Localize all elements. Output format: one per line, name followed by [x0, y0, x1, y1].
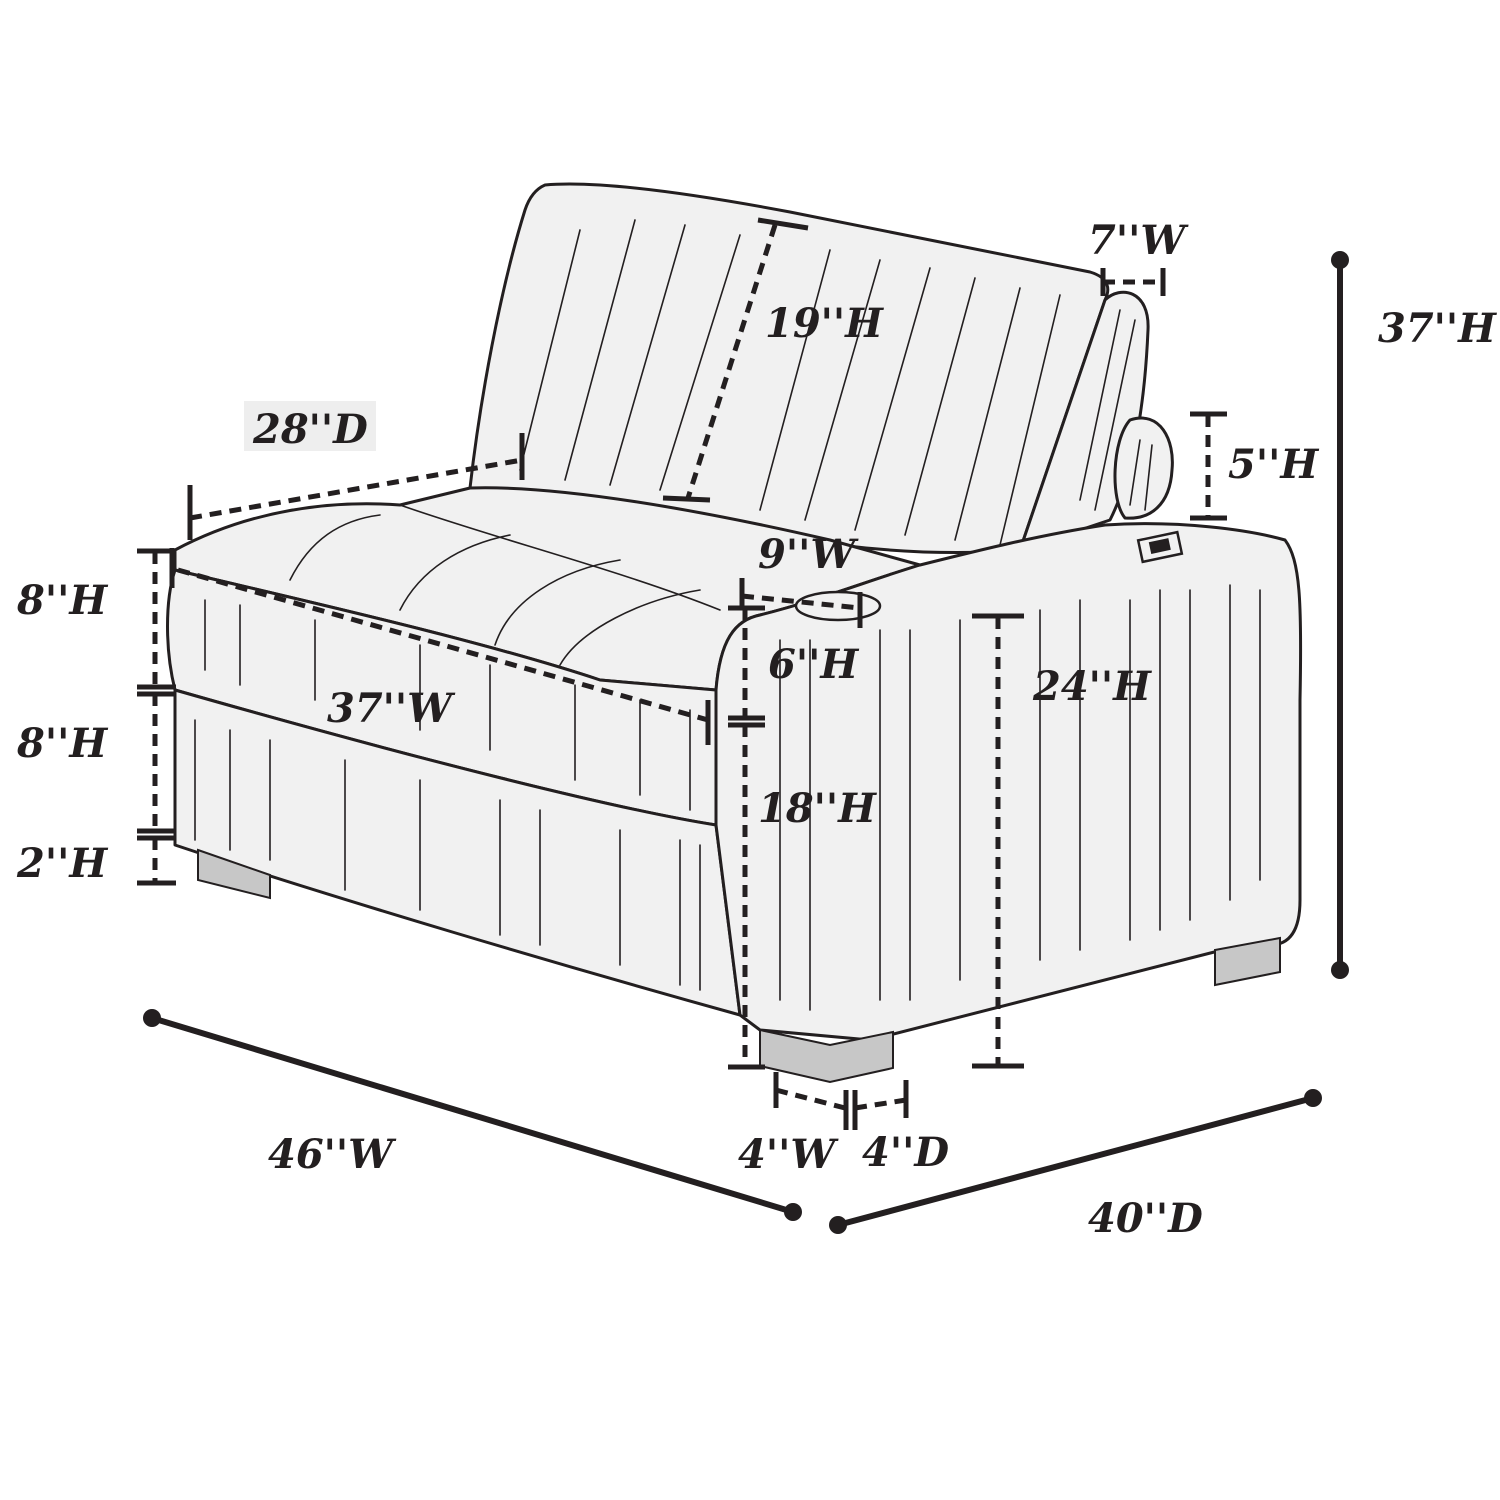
- label-leg-height: 2''H: [16, 840, 108, 887]
- label-arm-height: 24''H: [1032, 663, 1152, 710]
- left-height-stack: [137, 548, 176, 886]
- label-pillow-height: 5''H: [1228, 441, 1319, 488]
- seat-depth-label-bg: [244, 401, 376, 451]
- label-seat-depth: 28''D: [252, 406, 368, 453]
- sofa-illustration: [166, 182, 1303, 1084]
- pillow-height-line: [1190, 411, 1227, 521]
- backrest-folds: [519, 219, 1061, 546]
- dimension-lines: [137, 217, 1349, 1234]
- console-width-line: [739, 578, 863, 628]
- pillow-width-line: [1100, 268, 1166, 296]
- leg-size-lines: [773, 1072, 909, 1130]
- pillow-folds: [1079, 309, 1136, 511]
- label-back-height: 19''H: [765, 300, 884, 347]
- seat-folds: [289, 504, 721, 666]
- label-console-width: 9''W: [758, 531, 859, 578]
- label-cushion-height: 8''H: [16, 577, 108, 624]
- seat-width-line: [169, 548, 711, 745]
- dimension-labels: 37''H 46''W 40''D 19''H 7''W 5''H 28''D …: [16, 217, 1497, 1242]
- back-height-line: [662, 217, 809, 503]
- arm-height-line: [972, 613, 1024, 1069]
- overall-height-line: [1331, 251, 1349, 979]
- leg-front-left: [197, 848, 271, 900]
- bolster-folds: [1129, 439, 1153, 511]
- cup-holder: [794, 590, 882, 622]
- cushion-folds: [204, 599, 691, 811]
- label-pillow-width: 7''W: [1088, 217, 1189, 264]
- label-seat-width: 37''W: [327, 685, 456, 732]
- label-overall-width: 46''W: [268, 1131, 397, 1178]
- charging-pad-inner: [1148, 538, 1171, 554]
- label-overall-height: 37''H: [1378, 305, 1497, 352]
- leg-front-right: [759, 1028, 894, 1084]
- overall-width-line: [143, 1009, 802, 1221]
- label-overall-depth: 40''D: [1088, 1195, 1203, 1242]
- bolster: [1113, 416, 1174, 520]
- label-leg-width: 4''W: [738, 1131, 839, 1178]
- seat-depth-line: [187, 433, 525, 540]
- base-folds: [194, 719, 701, 991]
- overall-depth-line: [829, 1089, 1322, 1234]
- label-leg-depth: 4''D: [862, 1129, 949, 1176]
- leg-back-right: [1214, 936, 1281, 987]
- label-console-height: 6''H: [768, 641, 859, 688]
- charging-pad-icon: [1136, 530, 1184, 564]
- arm-console: [714, 522, 1303, 1042]
- seat-height-line: [728, 605, 765, 1070]
- label-seat-height: 18''H: [758, 785, 877, 832]
- arm-folds: [779, 584, 1261, 1011]
- label-base-height: 8''H: [16, 720, 108, 767]
